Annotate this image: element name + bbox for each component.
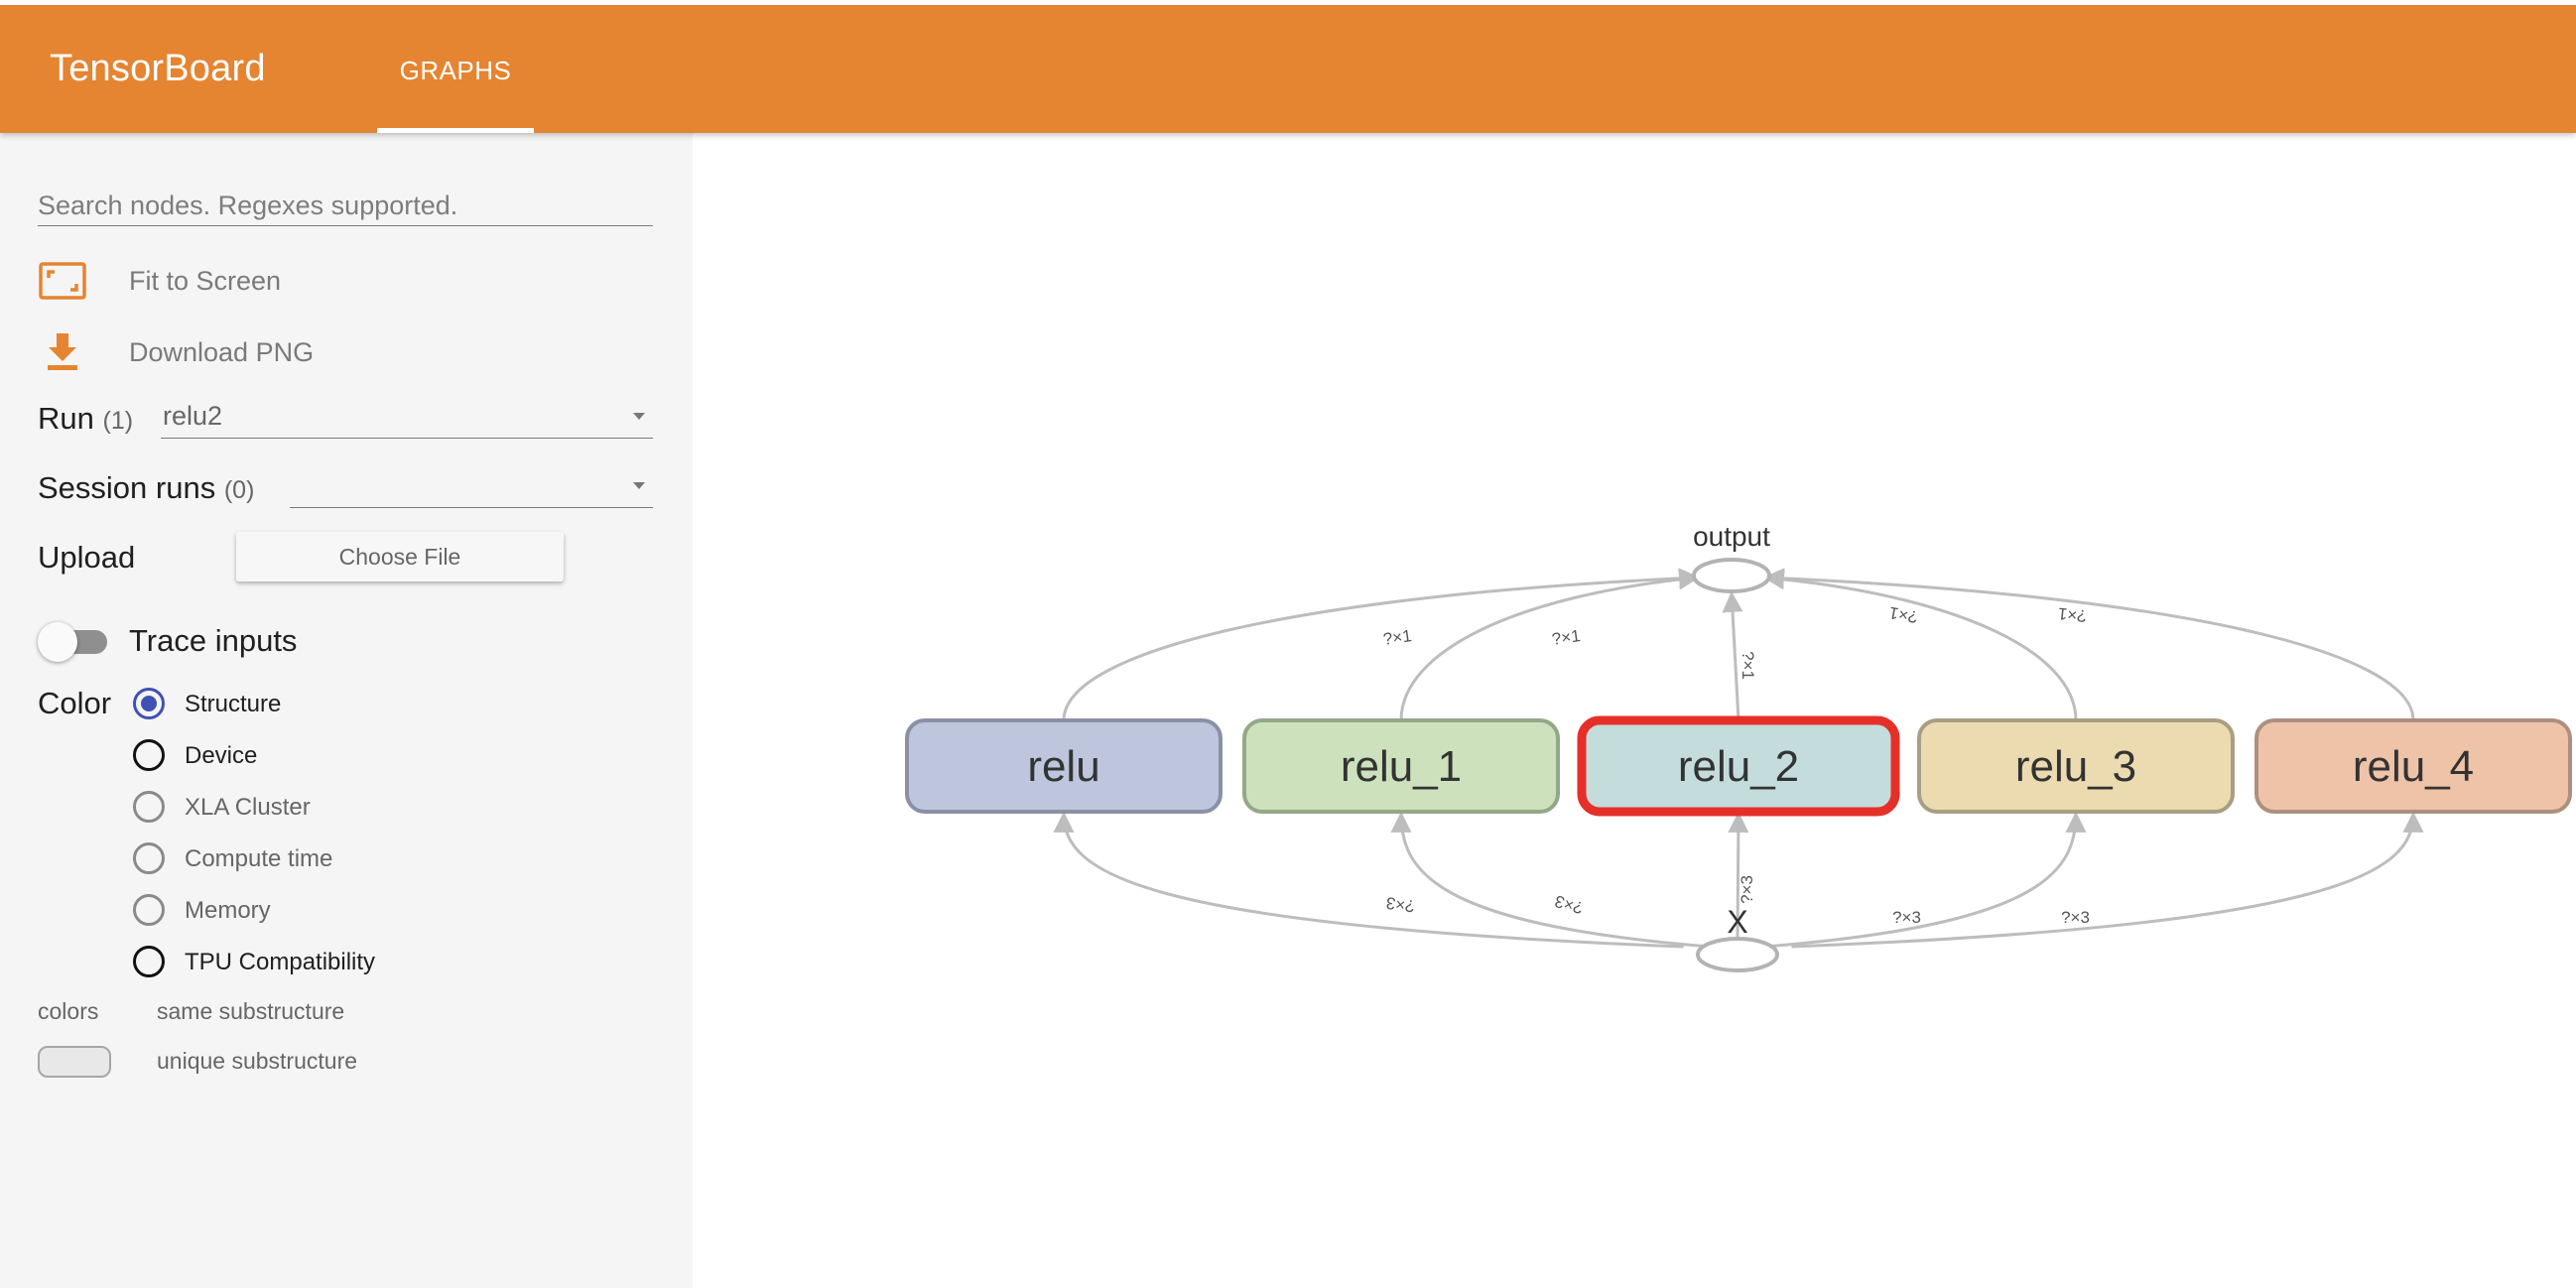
edge-relu_4-to-output [1762, 568, 2415, 721]
run-select[interactable]: relu2 [161, 395, 653, 439]
radio-compute-time-label: Compute time [185, 845, 333, 872]
edge-label: ?×1 [2057, 604, 2088, 626]
radio-button-checked [133, 688, 165, 719]
graph-node-box [1917, 718, 2235, 814]
radio-structure[interactable]: Structure [131, 684, 508, 723]
radio-xla-cluster-label: XLA Cluster [185, 794, 311, 821]
fit-screen-icon [39, 262, 86, 300]
edge-input-to-relu_1 [1390, 811, 1711, 949]
legend-same-substructure: same substructure [157, 998, 345, 1024]
radio-button [133, 946, 165, 977]
output-node-label: output [1693, 521, 1770, 552]
graph-node-label: relu_3 [2015, 742, 2136, 791]
session-runs-label-text: Session runs [38, 470, 216, 505]
edge-relu-to-output [1062, 568, 1701, 721]
fit-to-screen-label: Fit to Screen [129, 266, 282, 296]
top-edge-strip [0, 0, 2576, 5]
chevron-down-icon [633, 482, 645, 489]
graph-node-relu[interactable]: relu [905, 718, 1223, 814]
edge-input-to-relu_3 [1764, 811, 2087, 949]
edge-input-to-relu_2 [1728, 811, 1749, 940]
radio-structure-label: Structure [185, 691, 282, 717]
radio-device-label: Device [185, 742, 258, 769]
radio-compute-time[interactable]: Compute time [131, 838, 508, 878]
radio-button [133, 739, 165, 771]
edge-relu_1-to-output [1399, 569, 1701, 721]
radio-tpu-compatibility-label: TPU Compatibility [185, 949, 376, 975]
edge-relu_3-to-output [1762, 569, 2078, 721]
graph-node-label: relu [1027, 742, 1099, 791]
run-count: (1) [102, 407, 134, 435]
input-node [1696, 937, 1779, 972]
graph-node-box [905, 718, 1223, 814]
edge-relu_2-to-output [1722, 590, 1743, 721]
radio-button [133, 791, 165, 823]
toggle-knob [38, 622, 77, 662]
graph-node-label: relu_4 [2353, 742, 2474, 791]
input-node-label: X [1727, 904, 1747, 940]
edge-label: ?×1 [1551, 626, 1582, 649]
radio-memory[interactable]: Memory [131, 890, 508, 930]
graph-node-relu_3[interactable]: relu_3 [1917, 718, 2235, 814]
graph-node-relu_4[interactable]: relu_4 [2254, 718, 2572, 814]
legend-unique-swatch [38, 1046, 111, 1078]
app-title: TensorBoard [50, 48, 266, 89]
radio-button [133, 842, 165, 874]
download-png-button[interactable]: Download PNG [38, 327, 454, 377]
graph-node-label: relu_1 [1341, 742, 1462, 791]
edge-label: ?×1 [1887, 603, 1919, 627]
chevron-down-icon [633, 413, 645, 420]
legend-colors-label: colors [38, 998, 99, 1024]
graph-node-box [1242, 718, 1560, 814]
fit-to-screen-button[interactable]: Fit to Screen [38, 256, 454, 306]
edge-label: ?×3 [1738, 875, 1756, 904]
output-node [1692, 558, 1771, 593]
graph-node-label: relu_2 [1678, 742, 1799, 791]
trace-inputs-toggle[interactable] [38, 616, 111, 666]
download-png-label: Download PNG [129, 337, 315, 367]
color-label: Color [38, 686, 112, 720]
sidebar: Fit to Screen Download PNG Run (1) relu2… [0, 133, 693, 1288]
run-label: Run (1) [38, 401, 133, 437]
graph-node-relu_2[interactable]: relu_2 [1577, 715, 1900, 817]
radio-device[interactable]: Device [131, 735, 508, 775]
tab-graphs-label: GRAPHS [399, 56, 512, 85]
choose-file-button[interactable]: Choose File [236, 532, 564, 581]
upload-label: Upload [38, 540, 136, 575]
edge-label: ?×3 [1385, 893, 1416, 916]
legend-unique-substructure: unique substructure [157, 1048, 358, 1074]
graph-node-box [2254, 718, 2572, 814]
edge-label: ?×3 [2061, 908, 2090, 927]
radio-memory-label: Memory [185, 897, 271, 924]
top-app-bar: TensorBoard GRAPHS [0, 0, 2576, 133]
edge-input-to-relu [1053, 811, 1684, 949]
edge-label: ?×3 [1553, 891, 1586, 917]
edge-label: ?×1 [1382, 626, 1413, 649]
trace-inputs-label: Trace inputs [129, 623, 298, 658]
graph-node-relu_1[interactable]: relu_1 [1242, 718, 1560, 814]
choose-file-label: Choose File [338, 544, 461, 570]
active-tab-indicator [377, 128, 534, 133]
session-runs-label: Session runs (0) [38, 470, 254, 506]
run-select-value: relu2 [163, 401, 223, 431]
radio-tpu-compatibility[interactable]: TPU Compatibility [131, 942, 508, 981]
graph-svg[interactable]: ?×3 ?×1 ?×3 ?×1 ?×3 ?×1 ?×3 ?×1 ?×3 ?×1 outputXre… [693, 133, 2576, 1288]
search-input[interactable] [38, 187, 653, 226]
edge-label: ?×3 [1892, 908, 1921, 927]
edge-label: ?×1 [1739, 651, 1757, 680]
tab-graphs[interactable]: GRAPHS [377, 0, 534, 133]
radio-xla-cluster[interactable]: XLA Cluster [131, 787, 508, 827]
run-label-text: Run [38, 401, 94, 436]
edge-input-to-relu_4 [1791, 811, 2424, 949]
radio-button [133, 894, 165, 926]
download-icon [48, 333, 77, 370]
graph-node-box [1577, 715, 1900, 817]
session-runs-select[interactable] [290, 464, 653, 508]
session-runs-count: (0) [223, 476, 255, 504]
